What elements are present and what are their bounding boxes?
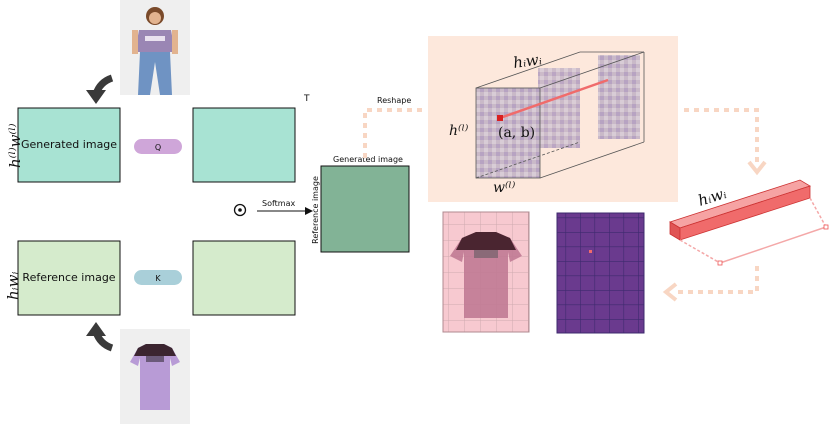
reference-image-label: Reference image xyxy=(22,271,115,284)
stack-top-label: hᵢwᵢ xyxy=(512,50,543,72)
transpose-label: T xyxy=(303,94,310,104)
bar-to-grid-arrowhead xyxy=(662,282,678,302)
stack-h-label: h⁽ˡ⁾ xyxy=(449,123,469,139)
feature-stack-panel: (a, b) hᵢwᵢ h⁽ˡ⁾ w⁽ˡ⁾ xyxy=(428,36,678,202)
query-box xyxy=(192,107,296,183)
key-box xyxy=(192,240,296,316)
shirt-photo-icon xyxy=(120,329,190,424)
reference-grid xyxy=(442,211,530,333)
panel-to-bar-arrowhead xyxy=(747,160,767,176)
generated-image-label: Generated image xyxy=(21,138,117,151)
reshape-arrow xyxy=(363,108,422,158)
k-label: K xyxy=(155,274,161,283)
attention-grid xyxy=(556,212,645,334)
bar-to-grid-arrow xyxy=(674,266,759,294)
k-pill: K xyxy=(134,270,182,285)
stack-w-label: w⁽ˡ⁾ xyxy=(493,180,516,196)
q-label: Q xyxy=(155,143,161,152)
attention-bar: hᵢwᵢ xyxy=(669,179,829,266)
attention-side-label: Reference image xyxy=(311,176,320,244)
hw-gen-label: h⁽ˡ⁾w⁽ˡ⁾ xyxy=(6,123,24,168)
curved-arrow-icon xyxy=(86,322,114,352)
hw-ref-label: hᵢwᵢ xyxy=(4,271,22,300)
softmax-label: Softmax xyxy=(262,199,295,208)
attention-top-label: Generated image xyxy=(333,155,403,164)
reshape-label: Reshape xyxy=(377,96,411,105)
generated-image-box: Generated image xyxy=(17,107,121,183)
curved-arrow-icon xyxy=(86,74,114,104)
person-photo-icon xyxy=(120,0,190,95)
dot-product-icon xyxy=(233,203,247,217)
reference-image-box: Reference image xyxy=(17,240,121,316)
panel-to-bar-arrow xyxy=(684,108,759,162)
coord-label: (a, b) xyxy=(498,125,535,141)
q-pill: Q xyxy=(134,139,182,154)
attention-map: Generated image Reference image xyxy=(311,155,410,253)
